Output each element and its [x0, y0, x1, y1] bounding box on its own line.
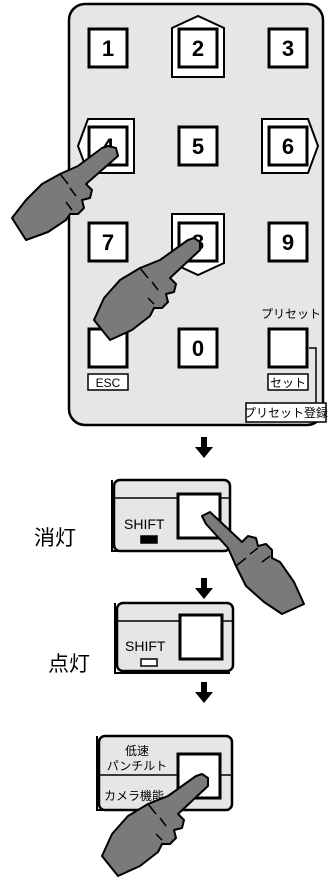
shift-key[interactable] [178, 613, 224, 661]
svg-text:プリセット登録: プリセット登録 [244, 405, 328, 420]
hand-pointer-icon [201, 511, 305, 615]
hand-pointer-icon [11, 145, 119, 241]
lowspeed-label: 低速 [125, 744, 149, 758]
shift-panel-off: SHIFT [111, 478, 232, 553]
shift-led-off [140, 535, 158, 544]
preset-label: プリセット [261, 307, 321, 321]
camera-function-label: カメラ機能 [104, 788, 164, 803]
preset-register-callout: プリセット登録 [244, 347, 328, 423]
shift-label: SHIFT [125, 638, 166, 654]
key-5[interactable]: 5 [177, 125, 219, 167]
down-arrow-icon [195, 682, 213, 703]
shift-led-on [140, 658, 158, 667]
preset-set-key[interactable]: プリセット セット [261, 307, 321, 391]
key-2-up[interactable]: 2 [171, 14, 225, 78]
pantilt-label: パンチルト [107, 759, 168, 773]
hand-pointer-icon [101, 773, 209, 877]
step-label-off: 消灯 [34, 526, 76, 550]
key-0[interactable]: 0 [177, 327, 219, 369]
key-6-right[interactable]: 6 [261, 118, 320, 174]
svg-text:2: 2 [192, 36, 204, 61]
key-7[interactable]: 7 [87, 221, 129, 263]
key-1[interactable]: 1 [87, 27, 129, 69]
svg-text:1: 1 [102, 36, 114, 61]
svg-text:6: 6 [282, 134, 294, 159]
key-9[interactable]: 9 [267, 221, 309, 263]
shift-label: SHIFT [124, 516, 165, 532]
step-label-on: 点灯 [48, 652, 90, 676]
esc-label: ESC [96, 376, 121, 390]
svg-text:5: 5 [192, 134, 204, 159]
shift-panel-on: SHIFT [114, 601, 235, 674]
down-arrow-icon [195, 578, 213, 599]
set-label: セット [270, 376, 306, 390]
svg-text:3: 3 [282, 36, 294, 61]
svg-text:0: 0 [192, 336, 204, 361]
svg-text:9: 9 [282, 230, 294, 255]
hand-pointer-icon [93, 237, 201, 341]
svg-text:7: 7 [102, 230, 114, 255]
down-arrow-icon [195, 437, 213, 458]
key-3[interactable]: 3 [267, 27, 309, 69]
